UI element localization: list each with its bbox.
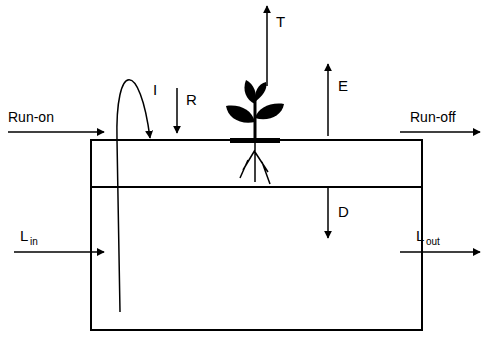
drainage-arrow bbox=[327, 188, 329, 238]
lateral-in-arrow bbox=[14, 251, 104, 253]
flux-label: E bbox=[338, 78, 348, 93]
transpiration-arrow bbox=[266, 6, 268, 86]
flux-label: D bbox=[338, 204, 349, 219]
flux-label: R bbox=[186, 92, 197, 107]
flux-label: I bbox=[153, 82, 157, 97]
flux-label: Run-off bbox=[410, 110, 456, 124]
irrigation-arrow bbox=[117, 80, 150, 312]
plant-icon bbox=[226, 80, 284, 184]
evaporation-arrow bbox=[327, 64, 329, 136]
lateral-out-arrow bbox=[400, 251, 480, 253]
rain-arrow bbox=[176, 88, 178, 133]
flux-label: Run-on bbox=[8, 110, 54, 124]
soil-box bbox=[91, 140, 422, 330]
layer-boundary bbox=[91, 186, 422, 188]
run-on-arrow bbox=[8, 131, 104, 133]
run-off-arrow bbox=[400, 131, 480, 133]
flux-label: L bbox=[416, 228, 424, 243]
subscript-label: in bbox=[30, 237, 38, 247]
flux-label: T bbox=[276, 14, 285, 29]
subscript-label: out bbox=[426, 237, 440, 247]
flux-label: L bbox=[20, 228, 28, 243]
